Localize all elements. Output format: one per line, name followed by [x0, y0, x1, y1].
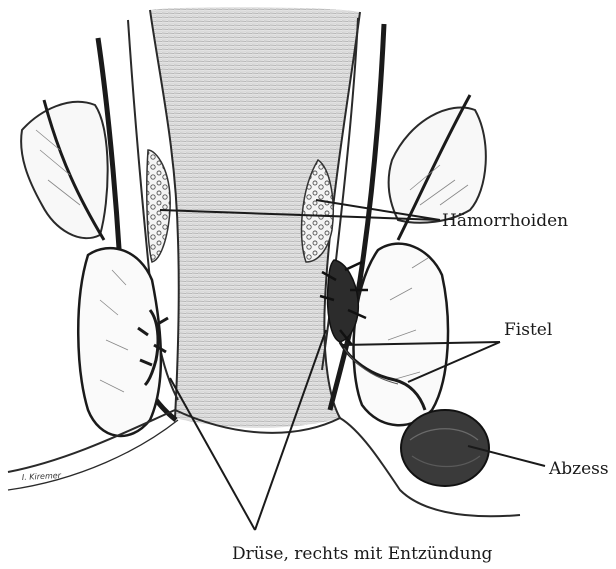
- label-abzess: Abzess: [548, 459, 609, 479]
- label-fistel: Fistel: [504, 320, 552, 340]
- label-druese: Drüse, rechts mit Entzündung: [232, 544, 493, 564]
- left-upper-muscle: [21, 100, 108, 240]
- label-haemorrhoiden: Hämorrhoiden: [442, 211, 568, 231]
- left-sphincter: [78, 248, 161, 436]
- right-sphincter: [354, 244, 448, 426]
